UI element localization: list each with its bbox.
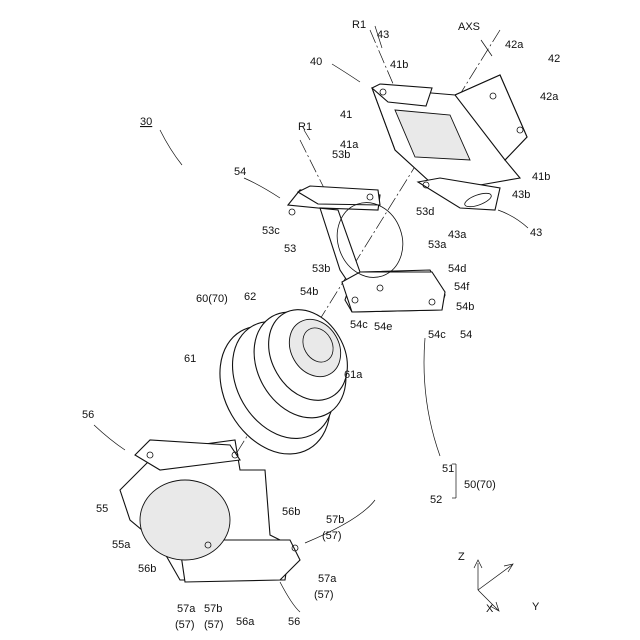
label-54c-right: 54c	[428, 329, 446, 341]
label-40: 40	[310, 56, 322, 68]
label-62: 62	[244, 291, 256, 303]
label-54b-left: 54b	[300, 286, 318, 298]
label-53c: 53c	[262, 225, 280, 237]
label-54d: 54d	[448, 263, 466, 275]
label-57-b1: (57)	[175, 619, 195, 631]
bracket-40	[372, 75, 527, 210]
label-51: 51	[442, 463, 454, 475]
coordinate-axes	[474, 560, 513, 611]
axis-x-label: X	[486, 603, 494, 615]
label-52: 52	[430, 494, 442, 506]
label-57b-right: 57b	[326, 514, 344, 526]
label-56b-left: 56b	[138, 563, 156, 575]
label-57b-bottom: 57b	[204, 603, 222, 615]
label-axs: AXS	[458, 21, 480, 33]
label-42: 42	[548, 53, 560, 65]
label-56b-right: 56b	[282, 506, 300, 518]
bracket-56	[120, 440, 300, 582]
label-60: 60(70)	[196, 293, 228, 305]
label-41b-right: 41b	[532, 171, 550, 183]
label-assembly: 30	[140, 116, 152, 128]
label-56-top: 56	[82, 409, 94, 421]
label-r1-mid: R1	[298, 121, 312, 133]
label-43-top: 43	[377, 29, 389, 41]
label-54b-right: 54b	[456, 301, 474, 313]
label-55a: 55a	[112, 539, 131, 551]
label-41b-top: 41b	[390, 59, 408, 71]
label-61: 61	[184, 353, 196, 365]
label-42a-top: 42a	[505, 39, 524, 51]
label-43b: 43b	[512, 189, 530, 201]
label-54e: 54e	[374, 321, 392, 333]
label-56a: 56a	[236, 616, 255, 628]
label-61a: 61a	[344, 369, 363, 381]
label-54-right: 54	[460, 329, 472, 341]
axis-y-label: Y	[532, 601, 540, 613]
label-43a: 43a	[448, 229, 467, 241]
label-53: 53	[284, 243, 296, 255]
label-55: 55	[96, 503, 108, 515]
label-53b-mid: 53b	[312, 263, 330, 275]
label-50: 50(70)	[464, 479, 496, 491]
label-53a: 53a	[428, 239, 447, 251]
label-57a-right: 57a	[318, 573, 337, 585]
label-57-right1: (57)	[322, 530, 342, 542]
label-57a-bottom: 57a	[177, 603, 196, 615]
label-54f: 54f	[454, 281, 470, 293]
label-57-right2: (57)	[314, 589, 334, 601]
label-41: 41	[340, 109, 352, 121]
label-54-top: 54	[234, 166, 246, 178]
label-r1-top: R1	[352, 19, 366, 31]
label-53d: 53d	[416, 206, 434, 218]
label-54c-left: 54c	[350, 319, 368, 331]
axis-z-label: Z	[458, 551, 465, 563]
label-43-bottom: 43	[530, 227, 542, 239]
label-56-bottom: 56	[288, 616, 300, 628]
label-42a-right: 42a	[540, 91, 559, 103]
label-53b-top: 53b	[332, 149, 350, 161]
label-57-b2: (57)	[204, 619, 224, 631]
